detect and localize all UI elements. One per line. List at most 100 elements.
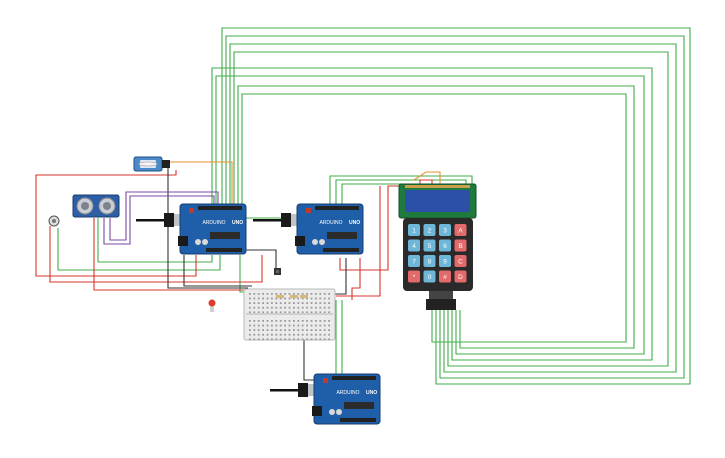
potentiometer[interactable] — [48, 215, 60, 227]
keypad-key-label: 3 — [443, 228, 447, 235]
wire-green — [341, 183, 409, 206]
breadboard-hole — [301, 297, 304, 300]
keypad-key[interactable]: D — [454, 270, 467, 283]
breadboard-hole — [319, 338, 322, 341]
resistor[interactable] — [290, 295, 298, 298]
breadboard-hole — [293, 306, 295, 309]
breadboard-hole — [319, 293, 322, 295]
breadboard[interactable] — [243, 288, 336, 341]
breadboard-hole — [284, 311, 286, 314]
keypad-key[interactable]: * — [408, 270, 420, 283]
microcontroller-chip — [344, 402, 374, 409]
wires-green[interactable] — [57, 27, 691, 385]
breadboard-hole — [279, 329, 282, 331]
keypad-key-label: 1 — [412, 228, 416, 235]
keypad-key[interactable]: 2 — [423, 224, 436, 236]
breadboard-hole — [262, 302, 264, 304]
breadboard-hole — [279, 324, 282, 327]
keypad-key[interactable]: A — [454, 224, 467, 236]
breadboard-hole — [301, 293, 304, 295]
breadboard-hole — [297, 338, 300, 341]
breadboard-hole — [297, 320, 300, 322]
breadboard-hole — [306, 320, 308, 322]
led-red[interactable] — [208, 299, 216, 313]
breadboard-hole — [328, 306, 330, 309]
breadboard-hole — [310, 320, 313, 322]
keypad-key[interactable]: # — [439, 270, 451, 283]
reset-button[interactable] — [189, 208, 194, 213]
analog-header — [323, 248, 359, 252]
keypad-key[interactable]: 4 — [408, 239, 420, 252]
usb-cable — [136, 219, 166, 222]
wires-black[interactable] — [167, 168, 347, 381]
keypad-key[interactable]: 0 — [423, 270, 436, 283]
keypad-key[interactable]: 6 — [439, 239, 451, 252]
reset-button[interactable] — [306, 208, 311, 213]
breadboard-hole — [288, 338, 291, 341]
breadboard-hole — [279, 338, 282, 341]
breadboard-hole — [328, 302, 330, 304]
breadboard-hole — [266, 302, 269, 304]
lcd-display[interactable] — [398, 183, 477, 219]
breadboard-hole — [271, 293, 273, 295]
keypad-key[interactable]: 8 — [423, 255, 436, 267]
keypad-key[interactable]: B — [454, 239, 467, 252]
breadboard-hole — [257, 293, 260, 295]
arduino-brand-label: ARDUINO — [336, 390, 359, 396]
wire-green — [329, 175, 473, 206]
keypad-key[interactable]: 1 — [408, 224, 420, 236]
breadboard-hole — [319, 297, 322, 300]
power-jack — [295, 236, 305, 246]
breadboard-hole — [262, 320, 264, 322]
breadboard-hole — [262, 329, 264, 331]
servo-motor[interactable] — [133, 156, 170, 172]
breadboard-hole — [306, 293, 308, 295]
wires-purple[interactable] — [103, 191, 219, 245]
breadboard-hole — [257, 320, 260, 322]
breadboard-hole — [262, 338, 264, 341]
ultrasonic-sensor[interactable] — [72, 194, 120, 218]
keypad-key[interactable]: 5 — [423, 239, 436, 252]
keypad-key-label: 6 — [443, 243, 447, 250]
keypad-connector — [426, 299, 456, 310]
breadboard-hole — [328, 329, 330, 331]
breadboard-hole — [328, 297, 330, 300]
breadboard-hole — [275, 320, 278, 322]
breadboard-hole — [319, 302, 322, 304]
keypad-key-label: B — [458, 243, 462, 250]
arduino-brand-label: ARDUINO — [202, 220, 225, 226]
wire-green — [57, 228, 221, 271]
keypad-key[interactable]: 9 — [439, 255, 451, 267]
breadboard-hole — [315, 311, 317, 314]
breadboard-hole — [275, 297, 278, 300]
breadboard-hole — [275, 338, 278, 341]
breadboard-hole — [284, 333, 286, 336]
breadboard-hole — [306, 297, 308, 300]
keypad-key-label: 2 — [428, 228, 432, 235]
breadboard-hole — [301, 324, 304, 327]
wire-purple — [103, 195, 215, 245]
pushbutton[interactable] — [274, 268, 281, 275]
breadboard-holes — [249, 293, 330, 341]
resistor[interactable] — [300, 295, 308, 298]
keypad-key-label: C — [458, 259, 463, 266]
wires-orange[interactable] — [168, 161, 441, 206]
breadboard-hole — [262, 311, 264, 314]
keypad-key[interactable]: C — [454, 255, 467, 267]
breadboard-hole — [315, 293, 317, 295]
breadboard-hole — [297, 333, 300, 336]
resistor[interactable] — [276, 295, 284, 298]
breadboard-hole — [323, 311, 326, 314]
wire-black — [332, 258, 347, 295]
keypad-key[interactable]: 3 — [439, 224, 451, 236]
reset-button[interactable] — [323, 378, 328, 383]
keypad-key[interactable]: 7 — [408, 255, 420, 267]
keypad-key-label: D — [458, 274, 463, 281]
breadboard-hole — [266, 293, 269, 295]
breadboard-hole — [275, 329, 278, 331]
